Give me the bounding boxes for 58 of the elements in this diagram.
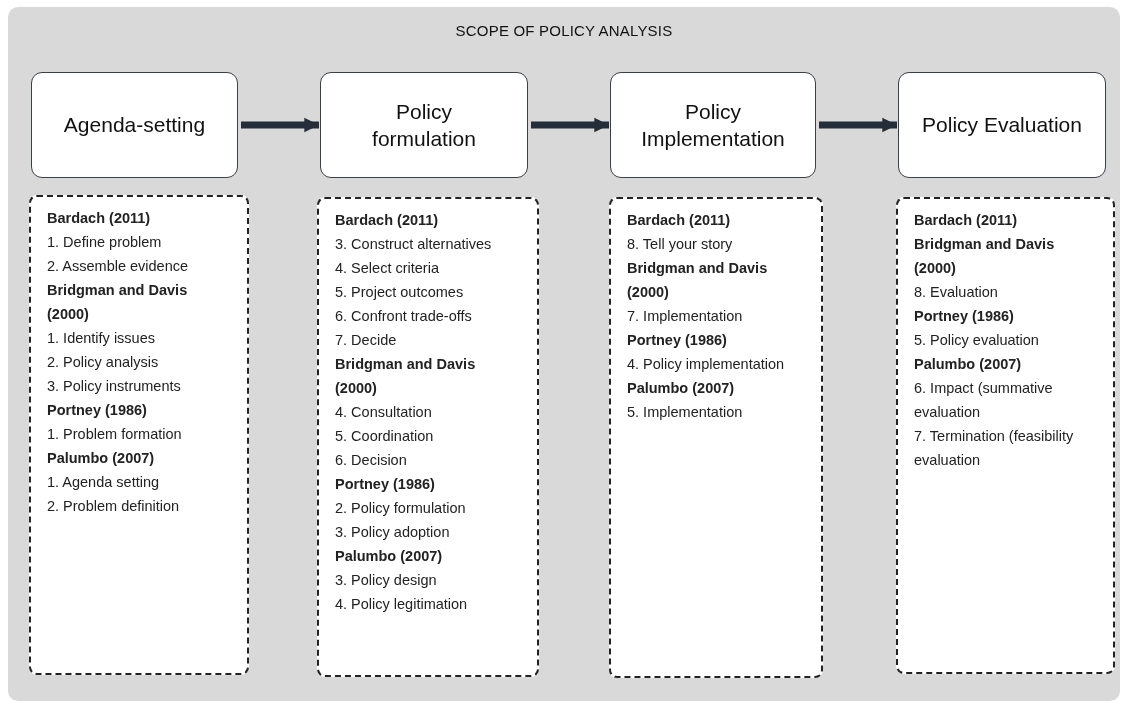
- step-item: 5. Project outcomes: [335, 283, 465, 302]
- step-item: 1. Identify issues: [47, 329, 156, 348]
- step-item: 7. Decide: [335, 331, 398, 350]
- stage-box: [610, 72, 816, 178]
- source-list-box: [609, 197, 823, 678]
- step-item: 3. Policy instruments: [47, 377, 182, 396]
- stage-title: Policy Evaluation: [922, 112, 1082, 139]
- step-item: 5. Policy evaluation: [914, 331, 1040, 350]
- source-list-box: [317, 197, 539, 677]
- source-heading: Portney (1986): [47, 401, 148, 420]
- step-item: 6. Impact (summative evaluation: [914, 379, 1054, 422]
- step-item: 4. Select criteria: [335, 259, 440, 278]
- step-item: 6. Confront trade-offs: [335, 307, 473, 326]
- stage-box: [898, 72, 1106, 178]
- source-heading: Palumbo (2007): [914, 355, 1023, 374]
- stage-box: [320, 72, 528, 178]
- step-item: 4. Policy legitimation: [335, 595, 469, 614]
- source-heading: Bridgman and Davis (2000): [335, 355, 477, 398]
- step-item: 3. Policy design: [335, 571, 438, 590]
- step-item: 4. Policy implementation: [627, 355, 786, 374]
- stage-title: Agenda-setting: [63, 112, 206, 139]
- source-heading: Bridgman and Davis (2000): [627, 259, 769, 302]
- stage-title: Policy Implementation: [640, 98, 786, 152]
- step-item: 5. Coordination: [335, 427, 435, 446]
- source-heading: Bardach (2011): [47, 209, 152, 228]
- step-item: 8. Tell your story: [627, 235, 734, 254]
- source-heading: Bridgman and Davis (2000): [914, 235, 1056, 278]
- step-item: 3. Construct alternatives: [335, 235, 493, 254]
- source-heading: Portney (1986): [335, 475, 436, 494]
- source-list-box: [896, 197, 1115, 674]
- step-item: 7. Termination (feasibility evaluation: [914, 427, 1075, 470]
- source-heading: Portney (1986): [914, 307, 1015, 326]
- source-heading: Bardach (2011): [335, 211, 440, 230]
- source-heading: Palumbo (2007): [335, 547, 444, 566]
- stage-title: Policy formulation: [371, 98, 477, 152]
- step-item: 2. Policy formulation: [335, 499, 467, 518]
- source-heading: Palumbo (2007): [627, 379, 736, 398]
- step-item: 3. Policy adoption: [335, 523, 451, 542]
- scope-panel: [8, 7, 1120, 701]
- source-list-box: [29, 195, 249, 675]
- step-item: 4. Consultation: [335, 403, 433, 422]
- source-heading: Bardach (2011): [914, 211, 1019, 230]
- source-heading: Bardach (2011): [627, 211, 732, 230]
- stage-box: [31, 72, 238, 178]
- step-item: 6. Decision: [335, 451, 408, 470]
- step-item: 1. Define problem: [47, 233, 163, 252]
- step-item: 8. Evaluation: [914, 283, 999, 302]
- panel-title: SCOPE OF POLICY ANALYSIS: [454, 22, 674, 39]
- step-item: 2. Policy analysis: [47, 353, 160, 372]
- step-item: 5. Implementation: [627, 403, 744, 422]
- source-heading: Portney (1986): [627, 331, 728, 350]
- step-item: 2. Problem definition: [47, 497, 181, 516]
- step-item: 2. Assemble evidence: [47, 257, 190, 276]
- source-heading: Palumbo (2007): [47, 449, 156, 468]
- step-item: 1. Problem formation: [47, 425, 183, 444]
- step-item: 1. Agenda setting: [47, 473, 161, 492]
- source-heading: Bridgman and Davis (2000): [47, 281, 189, 324]
- step-item: 7. Implementation: [627, 307, 744, 326]
